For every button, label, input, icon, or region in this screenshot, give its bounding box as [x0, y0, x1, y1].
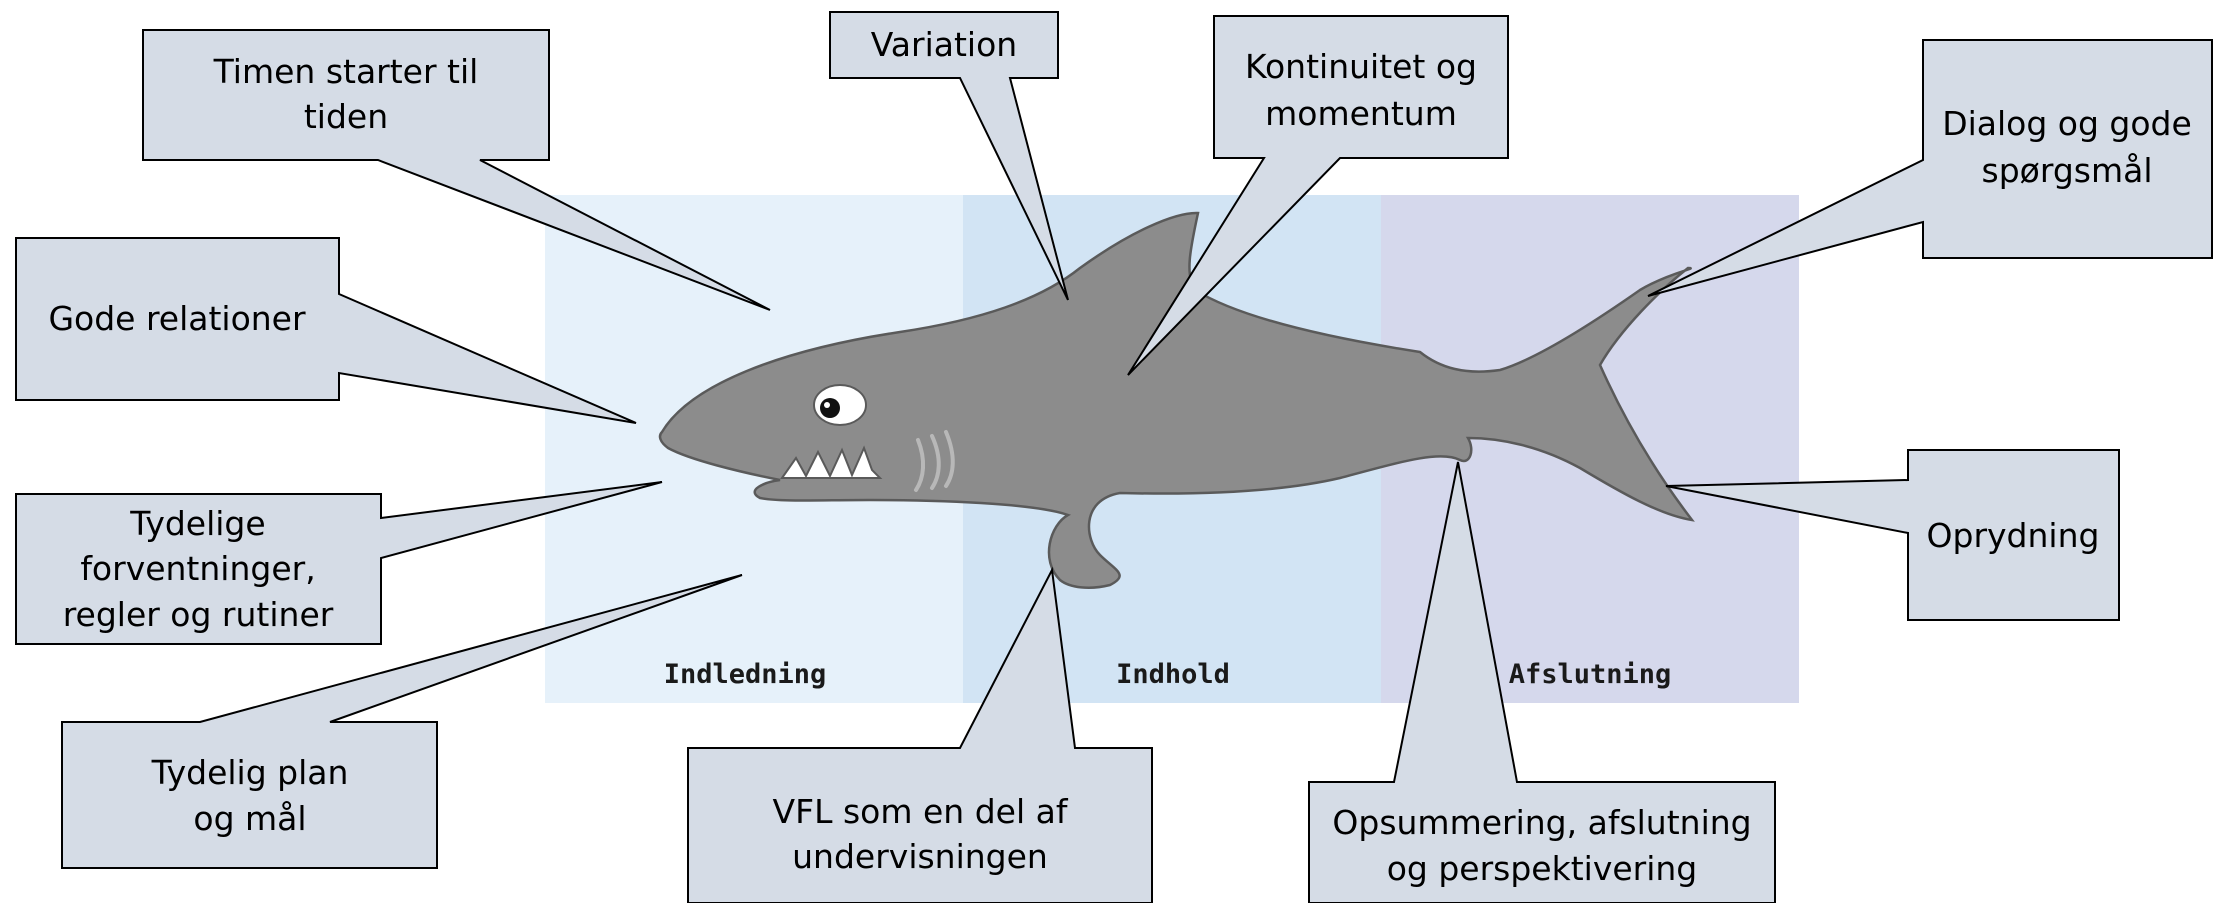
callout-text-line: Timen starter til — [213, 52, 479, 91]
section-label-indledning: Indledning — [664, 659, 827, 690]
callout-text-line: VFL som en del af — [773, 792, 1069, 831]
callout-text-line: tiden — [304, 97, 388, 136]
callout-text-line: Kontinuitet og — [1245, 47, 1477, 86]
shark-eye-highlight — [824, 402, 830, 408]
callout-text-line: undervisningen — [792, 837, 1048, 876]
callout-text-line: spørgsmål — [1982, 151, 2153, 190]
callout-text-line: Opsummering, afslutning — [1332, 803, 1751, 842]
callout-text-line: Tydelige — [129, 504, 265, 543]
callout-text-line: Gode relationer — [48, 299, 306, 338]
callout-text-line: regler og rutiner — [63, 595, 334, 634]
section-label-indhold: Indhold — [1116, 659, 1230, 690]
callout-text-line: Dialog og gode — [1942, 104, 2192, 143]
callout-text-line: forventninger, — [80, 549, 315, 588]
shark-pupil — [820, 398, 840, 418]
callout-text-line: Oprydning — [1927, 516, 2100, 555]
callout-text-line: og perspektivering — [1387, 849, 1698, 888]
callout-dialog-og-gode-spoergsmaal: Dialog og gode spørgsmål — [1648, 40, 2212, 296]
callout-text-line: Variation — [871, 25, 1017, 64]
callout-gode-relationer: Gode relationer — [16, 238, 636, 423]
section-label-afslutning: Afslutning — [1509, 659, 1672, 690]
callout-text-line: og mål — [193, 799, 306, 838]
callout-text-line: Tydelig plan — [151, 753, 349, 792]
callout-text-line: momentum — [1265, 94, 1457, 133]
